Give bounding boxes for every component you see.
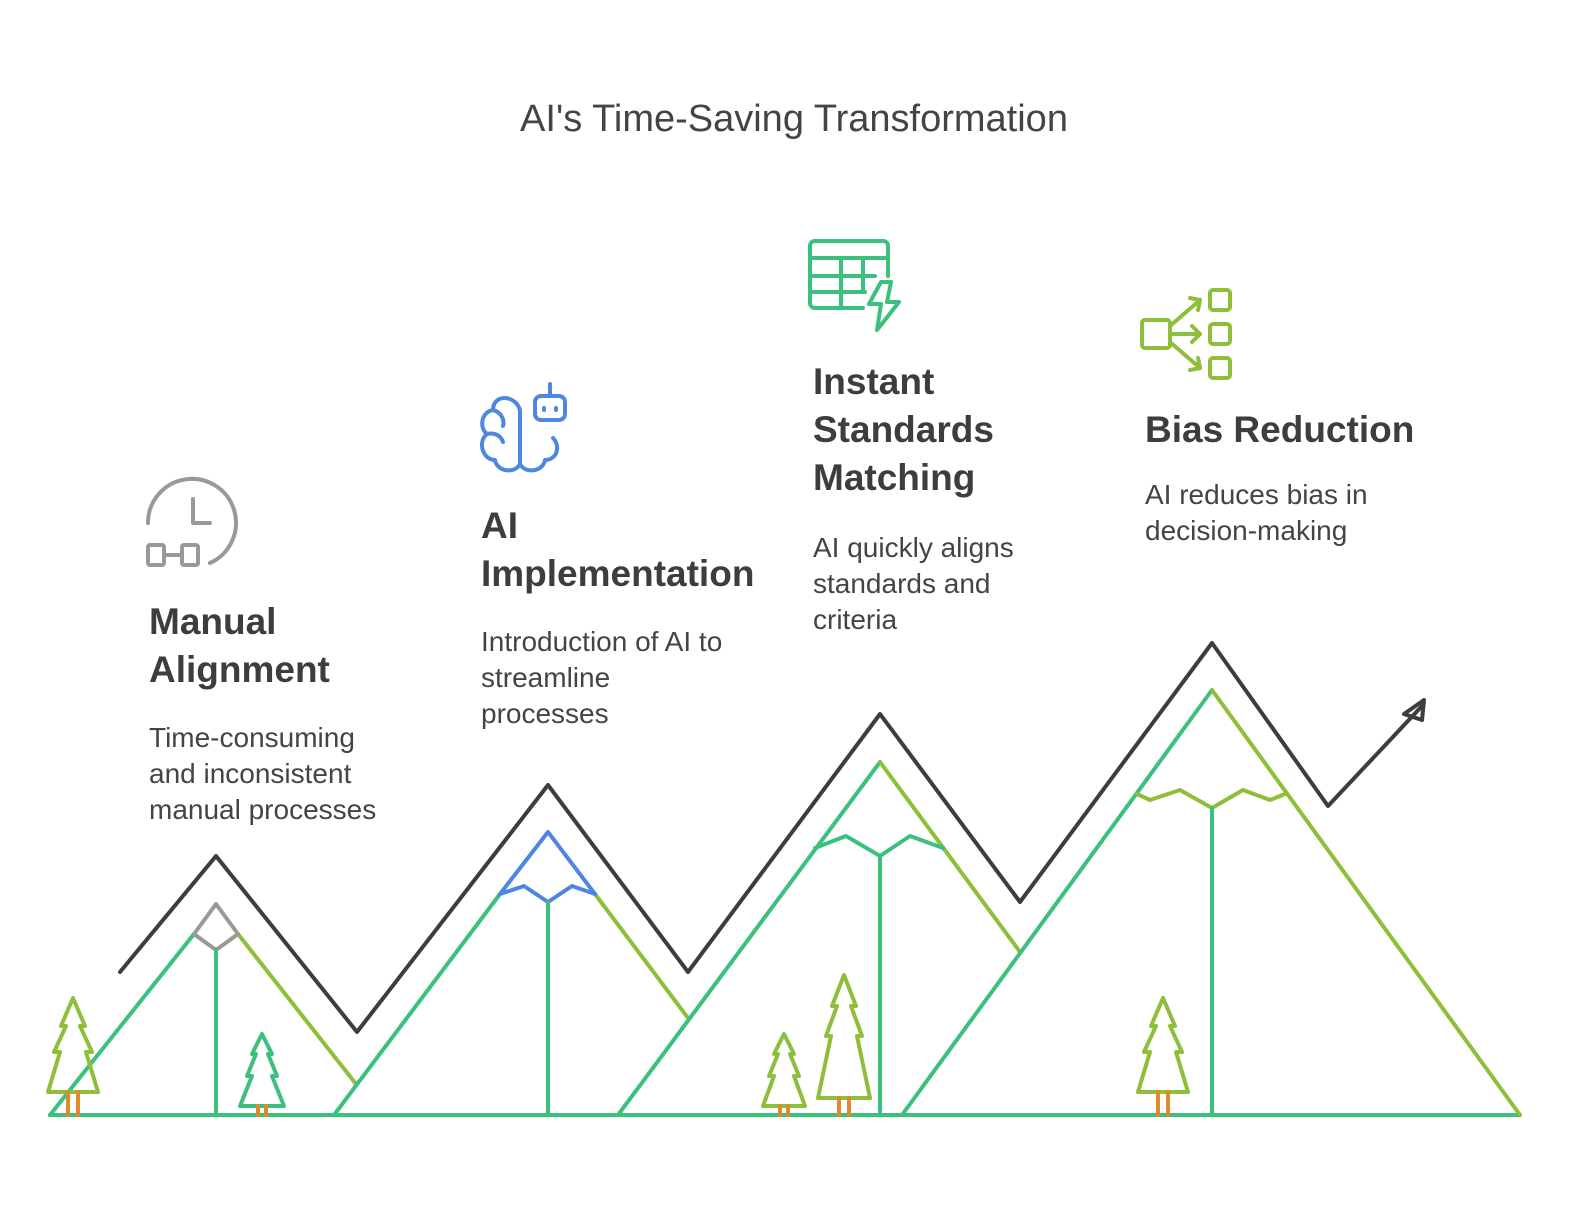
mountain-4 bbox=[900, 688, 1522, 1117]
arrow-head-icon bbox=[1402, 698, 1426, 722]
stage-4-heading: Bias Reduction bbox=[1145, 406, 1414, 454]
stage-1-description: Time-consuming and inconsistent manual p… bbox=[149, 720, 376, 828]
stage-3-desc-line-3: criteria bbox=[813, 604, 898, 635]
stage-3-desc-line-2: standards and bbox=[813, 568, 991, 599]
mountain-2 bbox=[332, 830, 690, 1117]
stage-1-heading-line-2: Alignment bbox=[149, 649, 330, 690]
tree-icon bbox=[46, 996, 100, 1117]
tree-icon bbox=[238, 1032, 286, 1117]
stage-1-desc-line-2: and inconsistent bbox=[149, 758, 352, 789]
stage-3-description: AI quickly aligns standards and criteria bbox=[813, 530, 1014, 638]
stage-2-heading-line-1: AI bbox=[481, 505, 518, 546]
progress-zigzag-line bbox=[118, 641, 1424, 1034]
stage-2-desc-line-2: streamline bbox=[481, 662, 611, 693]
stage-2-heading: AI Implementation bbox=[481, 502, 754, 598]
table-lightning-icon bbox=[808, 239, 901, 332]
tree-icon bbox=[761, 1032, 807, 1117]
stage-1-heading: Manual Alignment bbox=[149, 598, 330, 694]
stage-3-heading-line-1: Instant bbox=[813, 361, 935, 402]
branching-flow-icon bbox=[1140, 288, 1232, 380]
clock-process-icon bbox=[145, 476, 238, 567]
mountain-3 bbox=[616, 760, 1022, 1117]
stage-4-heading-line-1: Bias Reduction bbox=[1145, 409, 1415, 450]
stage-2-description: Introduction of AI to streamline process… bbox=[481, 624, 722, 732]
mountain-1 bbox=[48, 902, 358, 1117]
stage-1-desc-line-3: manual processes bbox=[149, 794, 377, 825]
stage-2-heading-line-2: Implementation bbox=[481, 553, 755, 594]
stage-4-description: AI reduces bias in decision-making bbox=[1145, 477, 1368, 549]
stage-4-desc-line-1: AI reduces bias in bbox=[1145, 479, 1368, 510]
stage-3-desc-line-1: AI quickly aligns bbox=[813, 532, 1014, 563]
tree-icon bbox=[1136, 996, 1190, 1117]
stage-2-desc-line-3: processes bbox=[481, 698, 609, 729]
stage-3-heading-line-3: Matching bbox=[813, 457, 976, 498]
stage-3-heading: Instant Standards Matching bbox=[813, 358, 994, 502]
tree-icon bbox=[816, 973, 872, 1117]
stage-2-desc-line-1: Introduction of AI to bbox=[481, 626, 723, 657]
stage-1-desc-line-1: Time-consuming bbox=[149, 722, 355, 753]
stage-3-heading-line-2: Standards bbox=[813, 409, 994, 450]
stage-4-desc-line-2: decision-making bbox=[1145, 515, 1348, 546]
ai-brain-robot-icon bbox=[479, 382, 567, 473]
stage-1-heading-line-1: Manual bbox=[149, 601, 277, 642]
page-title: AI's Time-Saving Transformation bbox=[520, 98, 1068, 140]
